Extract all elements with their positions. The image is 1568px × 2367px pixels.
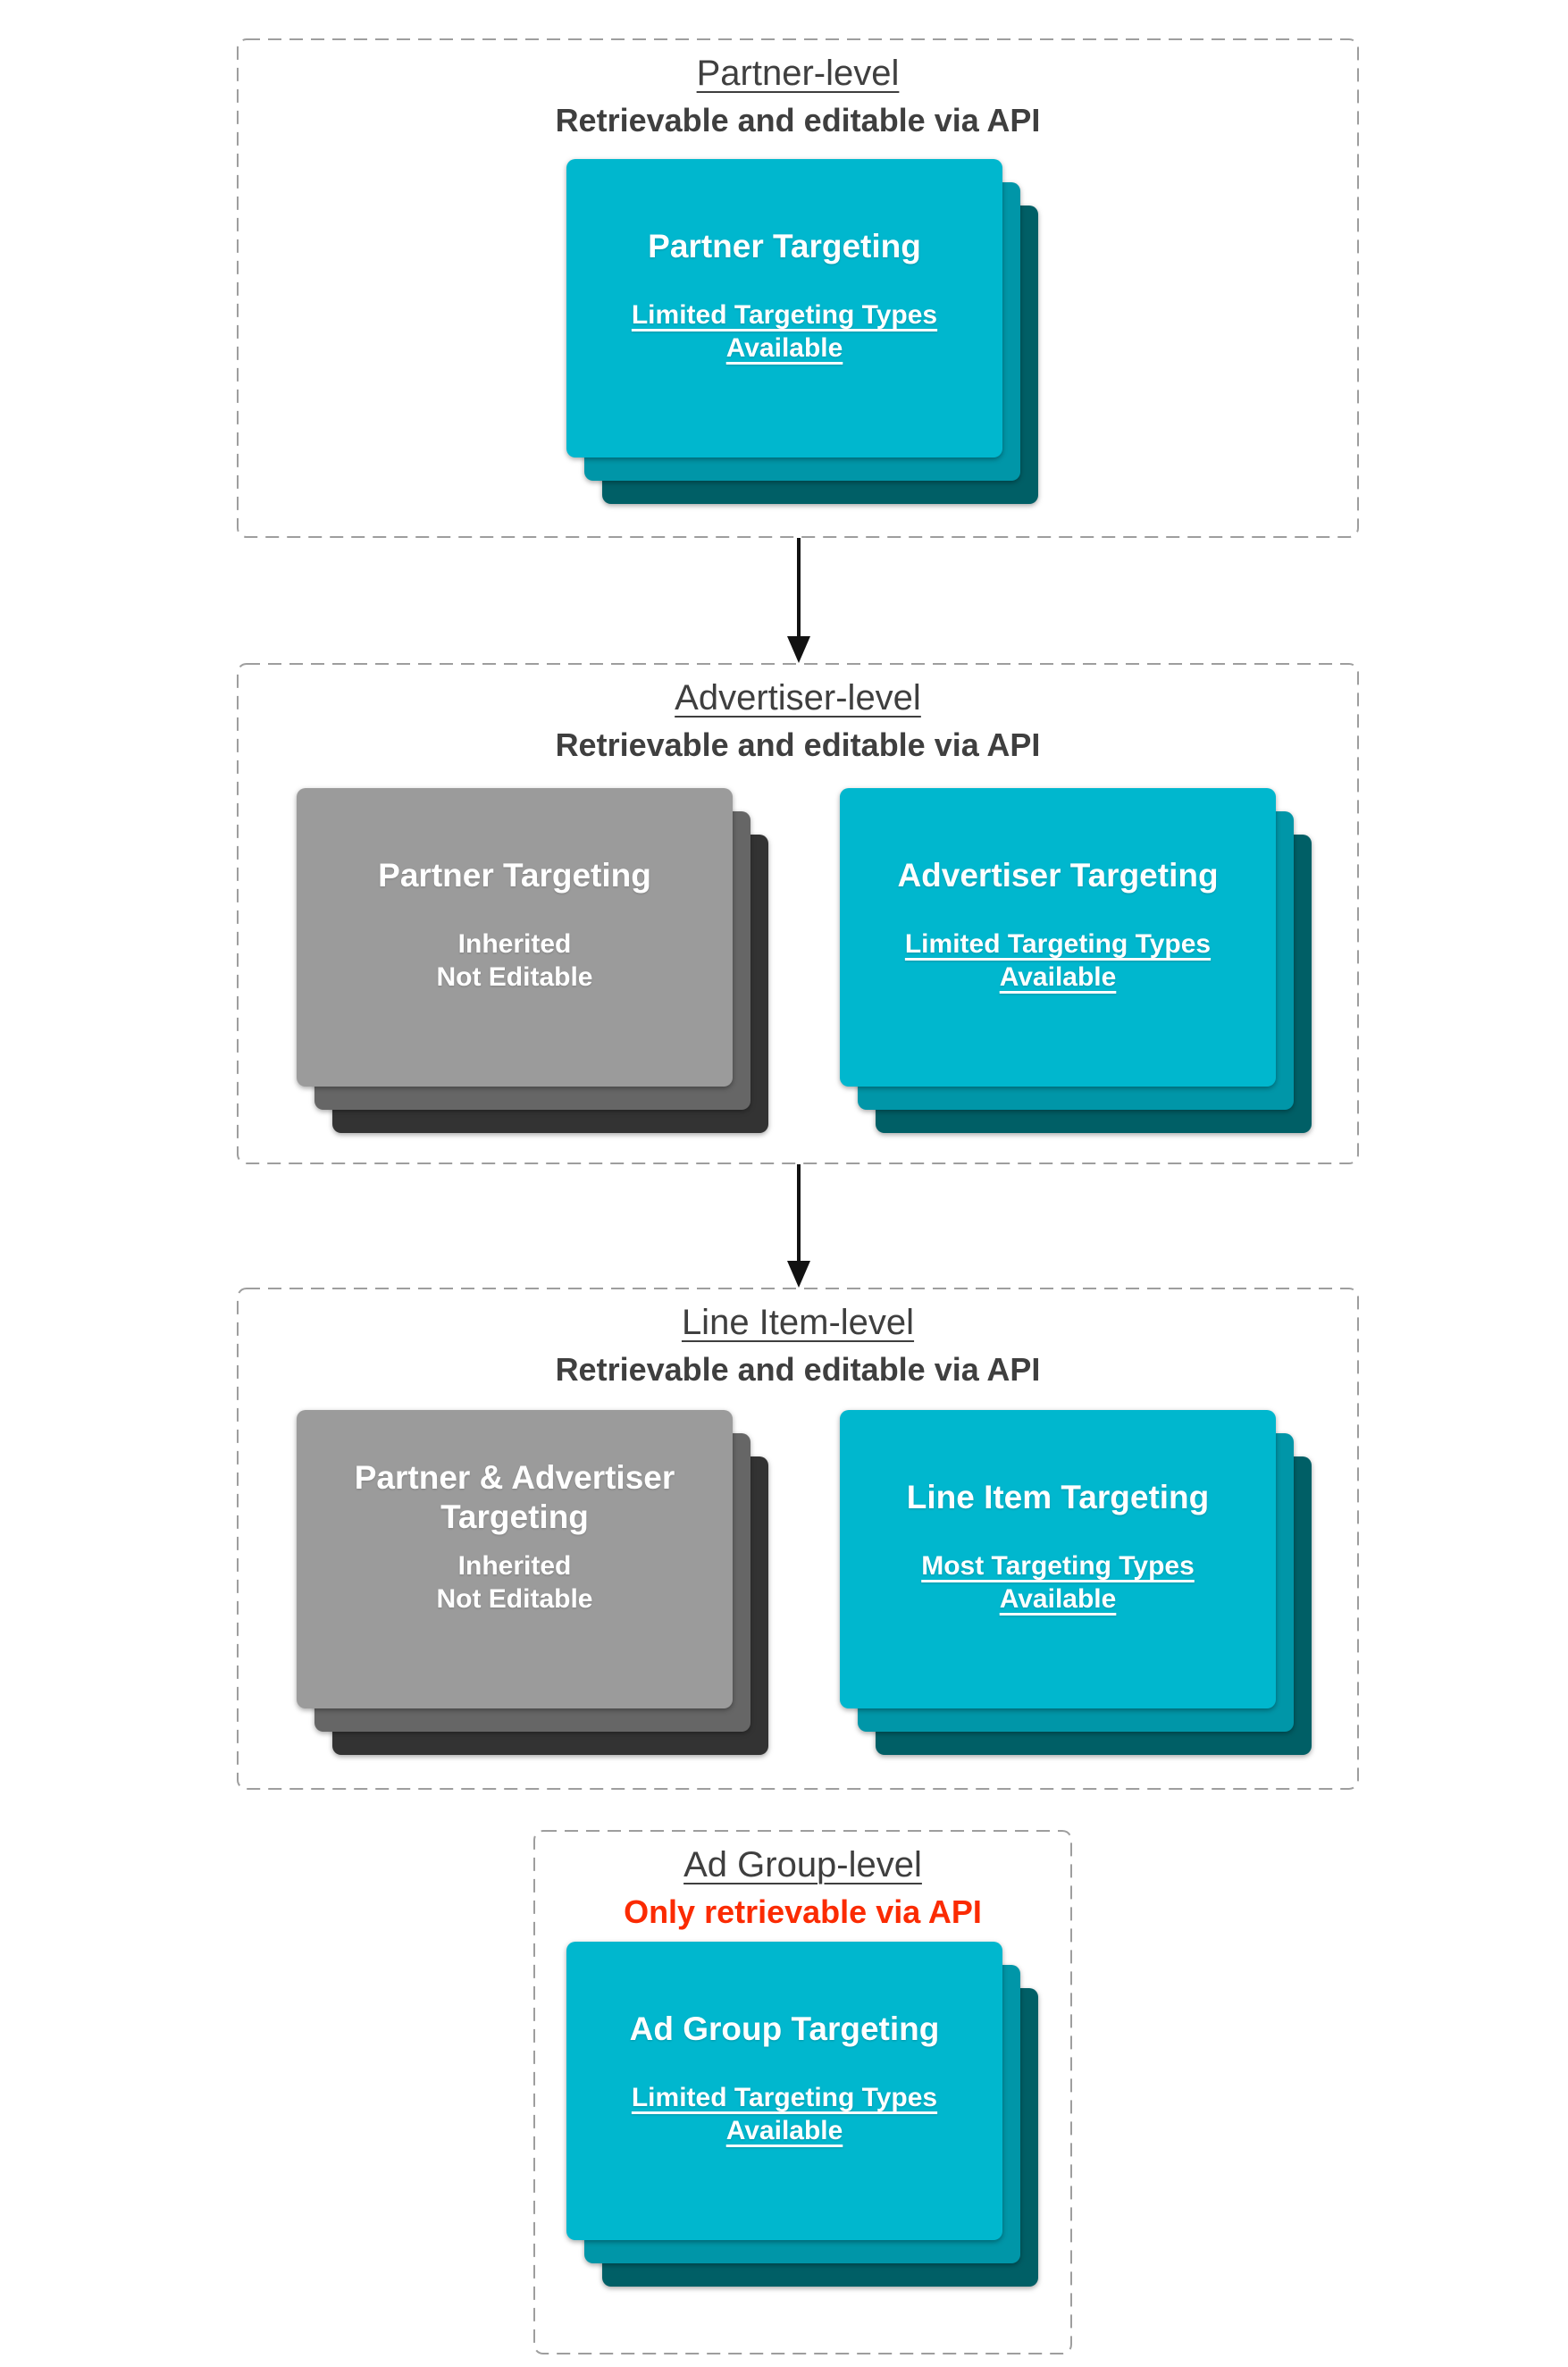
card-title-line: Partner Targeting: [648, 228, 921, 264]
arrow-shaft: [797, 1164, 801, 1261]
card-title: Line Item Targeting: [856, 1453, 1260, 1542]
card-body-line: Not Editable: [436, 1584, 593, 1614]
section-title: Line Item-level: [681, 1303, 915, 1342]
card-body-line: Inherited: [457, 1551, 572, 1581]
section-partner-level: Partner-level Retrievable and editable v…: [237, 38, 1359, 538]
arrow-head-icon: [787, 1261, 810, 1288]
line-item-targeting-card-stack: Line Item Targeting Most Targeting Types…: [840, 1410, 1312, 1755]
card-body: Limited Targeting Types Available: [856, 927, 1260, 994]
section-subtitle: Retrievable and editable via API: [555, 726, 1041, 763]
card-body-line: Most Targeting Types: [921, 1551, 1195, 1581]
card-body-line: Limited Targeting Types: [631, 300, 938, 330]
inherited-partner-targeting-card: Partner Targeting Inherited Not Editable: [297, 788, 733, 1087]
card-body-line: Available: [725, 333, 843, 363]
arrow-head-icon: [787, 636, 810, 663]
card-title: Partner & Advertiser Targeting: [313, 1453, 717, 1542]
partner-targeting-card-stack: Partner Targeting Limited Targeting Type…: [566, 159, 1038, 504]
ad-group-targeting-card: Ad Group Targeting Limited Targeting Typ…: [566, 1942, 1002, 2240]
card-title-line: Advertiser Targeting: [897, 857, 1219, 894]
partner-targeting-card: Partner Targeting Limited Targeting Type…: [566, 159, 1002, 457]
section-line-item-level: Line Item-level Retrievable and editable…: [237, 1288, 1359, 1790]
arrow-shaft: [797, 538, 801, 636]
advertiser-targeting-card-stack: Advertiser Targeting Limited Targeting T…: [840, 788, 1312, 1133]
card-body-line: Available: [999, 962, 1117, 992]
line-item-targeting-card: Line Item Targeting Most Targeting Types…: [840, 1410, 1276, 1708]
section-header: Ad Group-level Only retrievable via API: [533, 1830, 1072, 1933]
section-subtitle: Retrievable and editable via API: [555, 1351, 1041, 1388]
inherited-partner-targeting-card-stack: Partner Targeting Inherited Not Editable: [297, 788, 768, 1133]
down-arrow: [786, 1164, 811, 1288]
advertiser-targeting-card: Advertiser Targeting Limited Targeting T…: [840, 788, 1276, 1087]
card-title-line: Partner Targeting: [378, 857, 651, 894]
card-title-line: Partner & Advertiser: [354, 1459, 675, 1496]
ad-group-targeting-card-stack: Ad Group Targeting Limited Targeting Typ…: [566, 1942, 1038, 2287]
section-title: Partner-level: [696, 54, 900, 93]
card-title-line: Line Item Targeting: [906, 1479, 1210, 1515]
inherited-partner-advertiser-targeting-card-stack: Partner & Advertiser Targeting Inherited…: [297, 1410, 768, 1755]
section-header: Advertiser-level Retrievable and editabl…: [237, 663, 1359, 766]
card-body-line: Inherited: [457, 929, 572, 959]
card-body-line: Available: [999, 1584, 1117, 1614]
card-title: Partner Targeting: [583, 202, 986, 291]
section-header: Line Item-level Retrievable and editable…: [237, 1288, 1359, 1390]
card-body: Inherited Not Editable: [313, 1549, 717, 1616]
section-ad-group-level: Ad Group-level Only retrievable via API …: [533, 1830, 1072, 2354]
section-subtitle: Only retrievable via API: [624, 1893, 982, 1930]
card-title: Ad Group Targeting: [583, 1985, 986, 2074]
card-body-line: Limited Targeting Types: [904, 929, 1212, 959]
card-body: Most Targeting Types Available: [856, 1549, 1260, 1616]
down-arrow: [786, 538, 811, 663]
card-body: Inherited Not Editable: [313, 927, 717, 994]
section-title: Advertiser-level: [675, 678, 921, 718]
section-title: Ad Group-level: [683, 1845, 922, 1884]
section-subtitle: Retrievable and editable via API: [555, 102, 1041, 138]
card-body-line: Limited Targeting Types: [631, 2083, 938, 2112]
card-title: Partner Targeting: [313, 831, 717, 920]
card-body: Limited Targeting Types Available: [583, 2081, 986, 2147]
card-body-line: Available: [725, 2116, 843, 2145]
section-advertiser-level: Advertiser-level Retrievable and editabl…: [237, 663, 1359, 1164]
card-title-line: Ad Group Targeting: [629, 2010, 940, 2047]
section-header: Partner-level Retrievable and editable v…: [237, 38, 1359, 141]
inherited-partner-advertiser-targeting-card: Partner & Advertiser Targeting Inherited…: [297, 1410, 733, 1708]
card-title: Advertiser Targeting: [856, 831, 1260, 920]
card-title-line: Targeting: [440, 1498, 589, 1535]
card-body-line: Not Editable: [436, 962, 593, 992]
card-body: Limited Targeting Types Available: [583, 298, 986, 365]
